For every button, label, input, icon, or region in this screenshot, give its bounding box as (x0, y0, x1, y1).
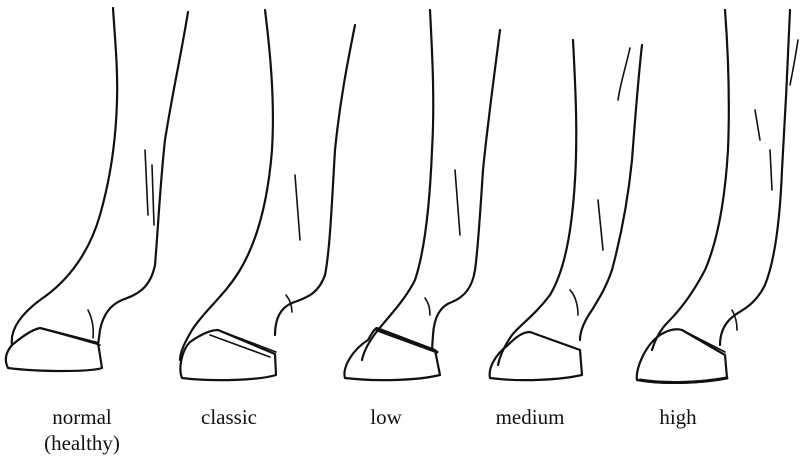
label-classic-line1: classic (201, 404, 257, 430)
leg-classic (180, 10, 355, 380)
leg-medium (490, 40, 642, 380)
leg-high (637, 10, 798, 383)
label-normal-line2: (healthy) (44, 430, 120, 456)
label-normal-line1: normal (44, 404, 120, 430)
label-high-line1: high (659, 404, 696, 430)
leg-normal (6, 8, 188, 371)
leg-low (344, 10, 500, 380)
label-normal: normal (healthy) (44, 404, 120, 456)
label-medium: medium (496, 404, 565, 430)
label-classic: classic (201, 404, 257, 430)
label-high: high (659, 404, 696, 430)
label-low-line1: low (370, 404, 402, 430)
label-low: low (370, 404, 402, 430)
label-medium-line1: medium (496, 404, 565, 430)
